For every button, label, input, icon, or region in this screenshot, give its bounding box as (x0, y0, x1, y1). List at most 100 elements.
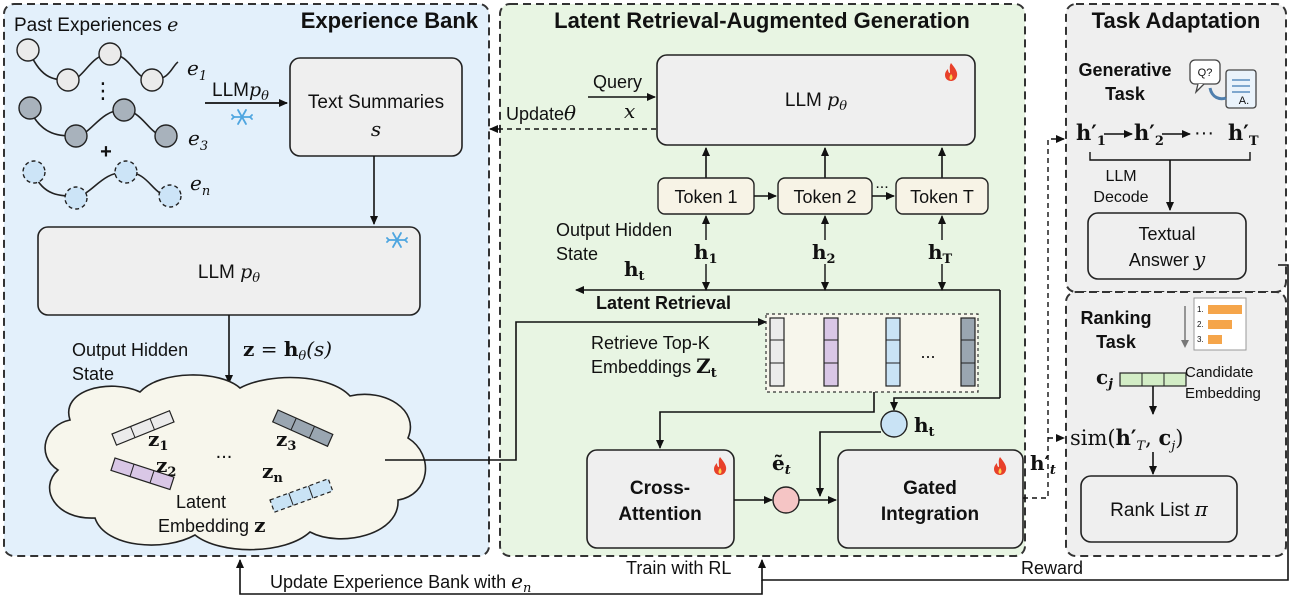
et-circle (772, 486, 800, 514)
ht-circle (880, 410, 908, 438)
rank-list-box (1080, 475, 1238, 543)
past-experiences-label: Past Experiences e (14, 14, 178, 36)
candidate-embedding-bar (1119, 372, 1187, 387)
token-dots: ... (875, 175, 888, 192)
cross-attention-box (586, 449, 735, 549)
text-summaries-box (289, 57, 463, 157)
chain-e3-label: e3 (188, 126, 208, 154)
rag-output-hidden-label: Output Hidden (556, 220, 672, 240)
retrieved-emb-2 (823, 317, 839, 387)
gen-h1-label: h′1 (1076, 120, 1106, 149)
tokenT-label: Token T (910, 187, 974, 207)
llm-summarize-label: LLMpθ (212, 79, 269, 104)
task-adaptation-title: Task Adaptation (1092, 8, 1261, 33)
latent-rag-title: Latent Retrieval-Augmented Generation (554, 8, 970, 33)
latent-label: Latent (176, 492, 226, 512)
hT-label: hT (928, 240, 953, 267)
text-summaries-label: Text Summaries (308, 92, 444, 113)
rag-llm-label: LLM pθ (785, 89, 847, 114)
llm-decode-label-1: LLM (1105, 168, 1136, 185)
gated-label-1: Gated (903, 478, 957, 499)
train-rl-label: Train with RL (626, 558, 731, 578)
textual-answer-box (1087, 212, 1247, 280)
h1-label: h1 (694, 240, 718, 267)
gated-label-2: Integration (881, 504, 979, 525)
chain-plus: + (100, 141, 112, 163)
output-hidden-label: Output Hidden (72, 340, 188, 360)
svg-text:3.: 3. (1197, 335, 1204, 344)
ranking-task-label-2: Task (1096, 332, 1137, 352)
embedding-z3 (271, 409, 334, 448)
chain-en-label: en (190, 171, 210, 199)
token1-label: Token 1 (674, 187, 737, 207)
ht-to-gated-arrow (816, 431, 881, 497)
experience-chain-en: en (22, 160, 210, 210)
ht-circle-label: ht (914, 413, 935, 440)
cj-label: cj (1096, 365, 1113, 392)
update-theta-label: Updateθ (506, 101, 576, 125)
gen-h2-label: h′2 (1134, 120, 1164, 149)
svg-text:1.: 1. (1197, 305, 1204, 314)
z1-label: z1 (148, 427, 168, 454)
hprime-to-task-connector (1023, 135, 1065, 499)
similarity-label: sim(h′T, cj) (1070, 425, 1183, 454)
reward-connector (758, 264, 1289, 581)
zn-label: zn (262, 459, 283, 486)
retrieve-embeddings-label: Embeddings Zt (591, 354, 717, 381)
retrieved-to-cross-arrow (656, 392, 875, 449)
experience-llm-label: LLM pθ (198, 261, 260, 286)
textual-answer-label-2: Answer y (1129, 247, 1206, 271)
h2-label: h2 (812, 240, 836, 267)
z-formula: z = hθ(s) (243, 337, 332, 364)
tokenT-box (895, 177, 989, 215)
retrieved-embeddings-box (765, 313, 979, 393)
llm-decode-label-2: Decode (1093, 189, 1148, 206)
z3-label: z3 (276, 427, 296, 454)
embedding-z2 (110, 457, 175, 491)
rank-list-label: Rank List π (1110, 497, 1208, 521)
experience-bank-title: Experience Bank (301, 8, 479, 33)
retrieved-emb-4 (960, 317, 976, 387)
embedding-zn (269, 478, 334, 513)
retrieve-topk-label: Retrieve Top-K (591, 333, 710, 353)
svg-text:2.: 2. (1197, 320, 1204, 329)
text-summaries-var: s (371, 117, 381, 141)
chain-vdots: ⋮ (92, 78, 114, 103)
generative-task-label-2: Task (1105, 84, 1146, 104)
reward-label: Reward (1021, 558, 1083, 578)
ht-to-circle-arrow (890, 397, 1000, 411)
z2-label: z2 (156, 453, 176, 480)
candidate-label-2: Embedding (1185, 385, 1261, 402)
ranking-task-label-1: Ranking (1080, 308, 1151, 328)
query-var: x (624, 99, 635, 123)
update-bank-connector (236, 559, 763, 595)
cross-attention-label-2: Attention (618, 504, 701, 525)
output-hidden-state-label: State (72, 364, 114, 384)
retrieved-emb-dots: ... (920, 342, 935, 362)
candidate-label-1: Candidate (1185, 364, 1253, 381)
hprime-label: h′t (1030, 451, 1056, 478)
svg-text:Q?: Q? (1198, 67, 1213, 79)
experience-chain-e3: e3 (18, 96, 208, 154)
token2-label: Token 2 (793, 187, 856, 207)
textual-answer-label-1: Textual (1138, 224, 1195, 244)
retrieved-emb-1 (769, 317, 785, 387)
ranking-list-icon: 1. 2. 3. (1181, 297, 1247, 351)
latent-embedding-label: Embedding z (158, 513, 265, 537)
latent-embedding-cloud (44, 374, 427, 551)
cross-attention-label-1: Cross- (630, 478, 690, 499)
generative-task-label-1: Generative (1078, 60, 1171, 80)
gen-hT-label: h′T (1228, 120, 1259, 149)
qa-document-icon: Q? A. (1189, 59, 1257, 109)
embedding-z1 (111, 409, 175, 446)
svg-text:A.: A. (1239, 95, 1249, 107)
query-label: Query (593, 72, 642, 92)
update-bank-label: Update Experience Bank with en (270, 569, 531, 596)
experience-chain-e1: e1 (16, 38, 207, 92)
cloud-dots: ... (216, 441, 233, 463)
rag-output-state-label: State (556, 244, 598, 264)
ht-retrieval-label: ht (624, 257, 645, 284)
retrieved-emb-3 (885, 317, 901, 387)
et-label: ẽt (772, 451, 791, 478)
